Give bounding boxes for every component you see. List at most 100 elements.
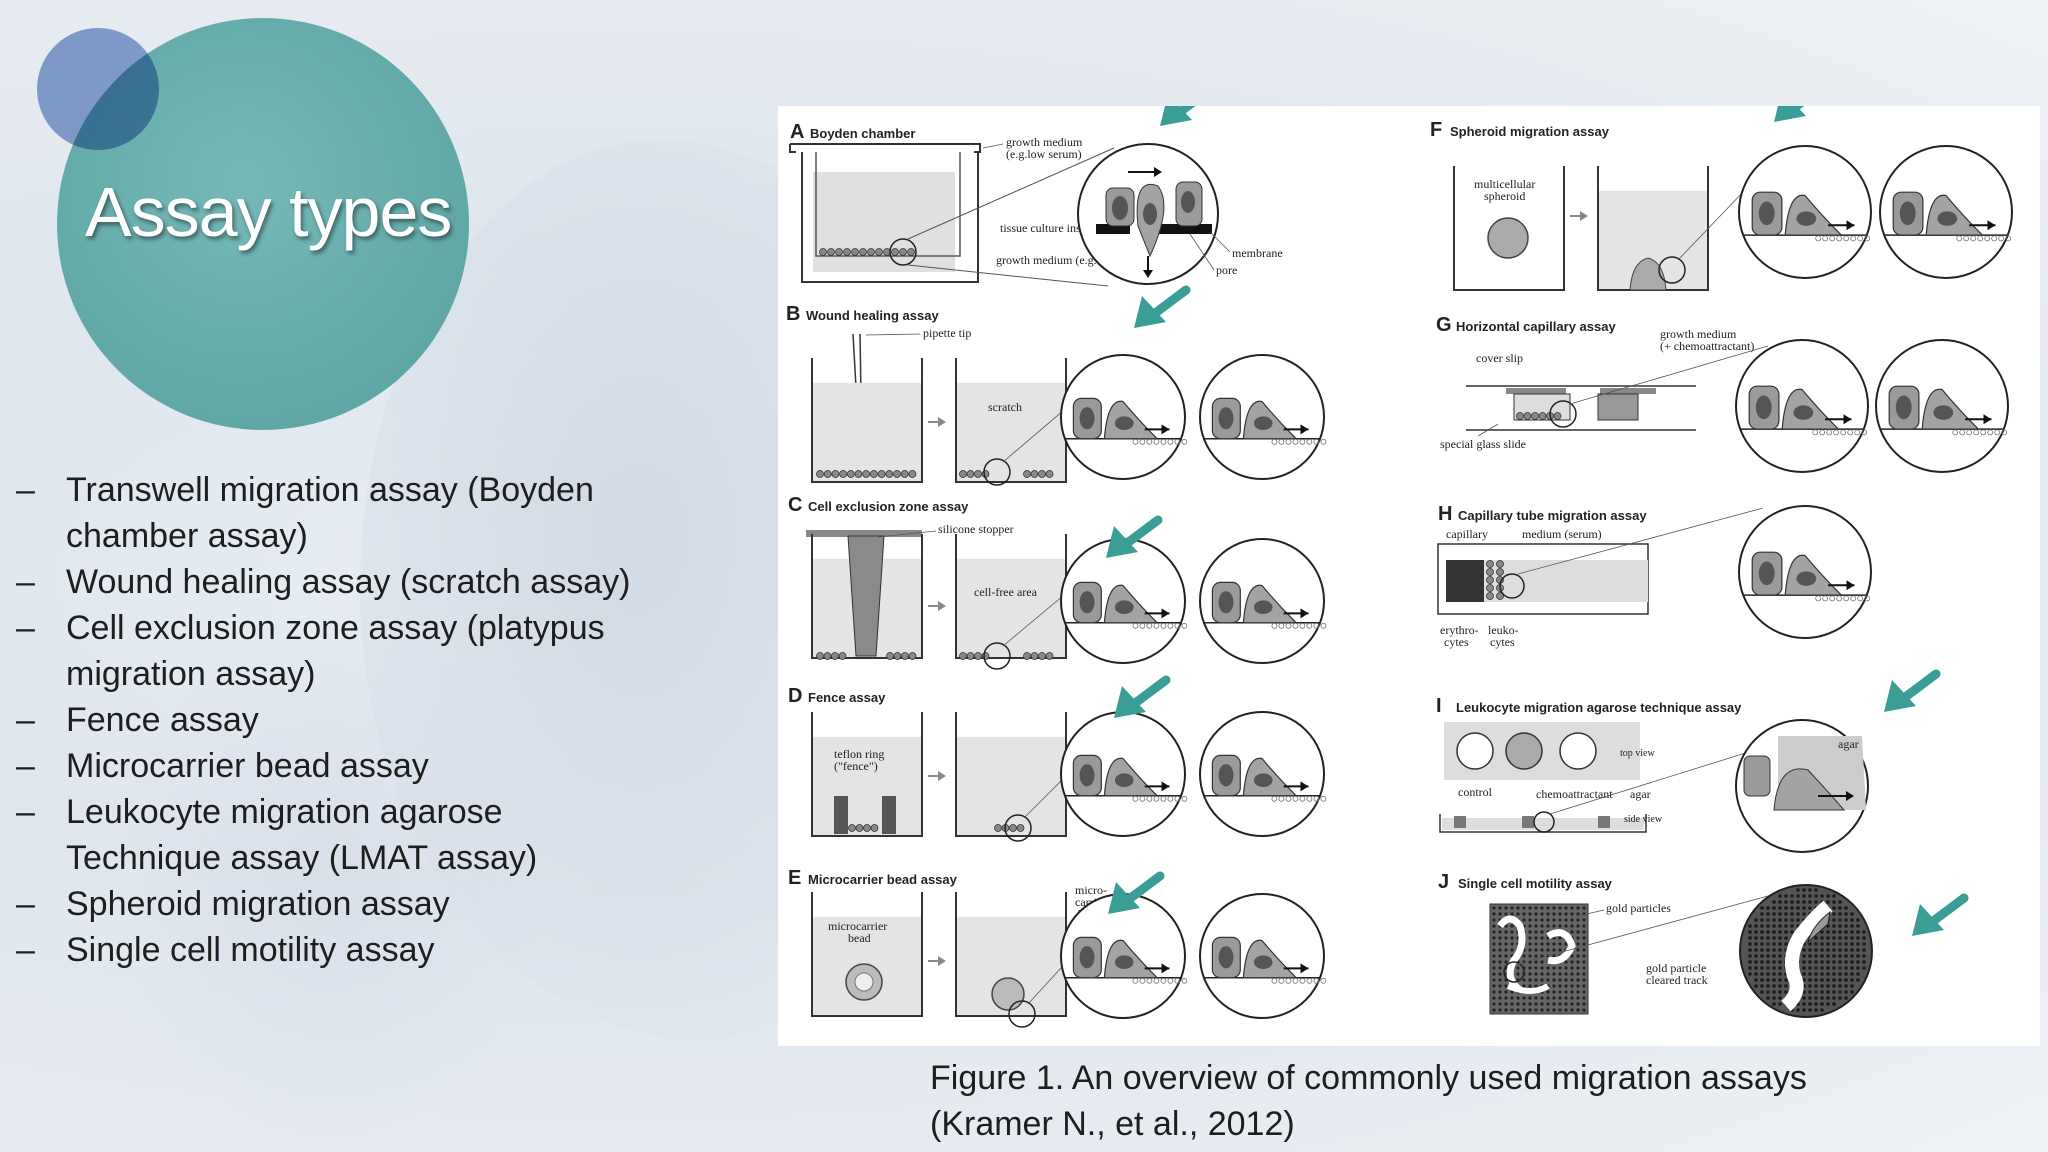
figure-label: chemoattractant xyxy=(1536,787,1613,801)
list-item: –Fence assay xyxy=(14,697,714,743)
figure-label: cytes xyxy=(1444,635,1469,649)
bullet-dash: – xyxy=(16,563,35,601)
figure-label: leuko- xyxy=(1488,623,1519,637)
cell-dot xyxy=(1553,412,1562,420)
figure-label: multicellular xyxy=(1474,177,1535,191)
panel-letter: H xyxy=(1438,503,1452,525)
cell-dot xyxy=(816,652,824,660)
figure-label: agar xyxy=(1838,737,1859,751)
list-item-line: Cell exclusion zone assay (platypus xyxy=(66,609,605,647)
list-item: –Single cell motility assay xyxy=(14,927,714,973)
magnified-view xyxy=(1735,339,1869,473)
panel-title: Cell exclusion zone assay xyxy=(808,499,969,514)
figure-label: top view xyxy=(1620,748,1655,759)
cell-dot xyxy=(1516,412,1524,420)
background-cell-image-secondary xyxy=(120,620,540,1140)
panel-title: Capillary tube migration assay xyxy=(1458,508,1647,523)
figure-label: control xyxy=(1458,785,1493,799)
cell-dot xyxy=(1045,470,1054,478)
culture-well xyxy=(811,358,923,483)
figure-label: (+ chemoattractant) xyxy=(1660,339,1754,353)
figure-label: cell-free area xyxy=(974,585,1038,599)
list-item-line: Single cell motility assay xyxy=(66,931,435,969)
cell-dot xyxy=(974,470,982,478)
bullet-dash: – xyxy=(16,931,35,969)
figure-label: pore xyxy=(1216,263,1237,277)
gold-particle-field xyxy=(1489,903,1589,1015)
cell-dot xyxy=(900,470,909,478)
cell-dot xyxy=(1030,652,1039,660)
figure-label: agar xyxy=(1630,787,1651,801)
cell-dot xyxy=(1030,470,1039,478)
list-item-line: Fence assay xyxy=(66,701,259,739)
culture-well xyxy=(811,712,923,837)
highlight-arrow-icon xyxy=(1106,515,1163,558)
cell-dot xyxy=(831,470,840,478)
cell-dot xyxy=(835,248,843,256)
cell-dot xyxy=(981,652,990,660)
panel-title: Leukocyte migration agarose technique as… xyxy=(1456,700,1742,715)
figure-label: cleared track xyxy=(1646,973,1708,987)
figure-label: membrane xyxy=(1232,246,1283,260)
figure-label: growth medium xyxy=(1006,135,1083,149)
figure-label: cytes xyxy=(1490,635,1515,649)
magnified-view xyxy=(1060,538,1188,664)
highlight-arrow-icon xyxy=(1134,285,1191,328)
cell-dot xyxy=(901,652,909,660)
cell-dot xyxy=(848,824,856,832)
cell-dot xyxy=(966,652,975,660)
panel-title: Boyden chamber xyxy=(810,126,915,141)
highlight-arrow-icon xyxy=(1108,871,1165,914)
cell-dot xyxy=(863,824,871,832)
panel-letter: A xyxy=(790,121,804,143)
figure-label: silicone stopper xyxy=(938,522,1014,536)
figure-label: medium (serum) xyxy=(1522,527,1602,541)
cell-dot xyxy=(1038,470,1046,478)
panel-title: Spheroid migration assay xyxy=(1450,124,1610,139)
cell-dot xyxy=(1538,412,1547,420)
cell-dot xyxy=(908,470,917,478)
cell-dot xyxy=(816,470,824,478)
cell-dot xyxy=(966,470,975,478)
highlight-arrow-icon xyxy=(1774,106,1806,122)
cell-dot xyxy=(870,824,879,832)
cell-dot xyxy=(899,248,907,256)
magnified-view xyxy=(1199,354,1327,480)
panel-letter: D xyxy=(788,685,802,707)
slide-title: Assay types xyxy=(85,173,452,251)
cell-dot xyxy=(891,248,899,256)
list-item-line: Spheroid migration assay xyxy=(66,885,450,923)
cell-dot xyxy=(1523,412,1532,420)
panel-title: Wound healing assay xyxy=(806,308,939,323)
panel-title: Fence assay xyxy=(808,690,886,705)
list-item: –Wound healing assay (scratch assay) xyxy=(14,559,714,605)
magnified-view xyxy=(1738,505,1872,639)
caption-line: Figure 1. An overview of commonly used m… xyxy=(930,1059,1807,1097)
migration-assays-figure: A Boyden chamber growth medium(e.g.low ser… xyxy=(778,106,2040,1046)
cell-dot xyxy=(867,248,875,256)
figure-label: cover slip xyxy=(1476,351,1523,365)
bullet-dash: – xyxy=(16,609,35,647)
cell-dot xyxy=(859,248,867,256)
magnified-view xyxy=(1060,354,1188,480)
panel-letter: G xyxy=(1436,314,1452,336)
magnified-view xyxy=(1738,145,1872,279)
panel-title: Horizontal capillary assay xyxy=(1456,319,1616,334)
cell-dot xyxy=(908,652,917,660)
figure-label: spheroid xyxy=(1484,189,1525,203)
cell-dot xyxy=(823,470,832,478)
bullet-dash: – xyxy=(16,471,35,509)
highlight-arrow-icon xyxy=(1160,106,1196,126)
panel-letter: I xyxy=(1436,695,1442,717)
cell-dot xyxy=(959,652,967,660)
bullet-dash: – xyxy=(16,701,35,739)
cell-dot xyxy=(838,652,847,660)
figure-label: ("fence") xyxy=(834,759,878,773)
bullet-dash: – xyxy=(16,885,35,923)
panel-title: Microcarrier bead assay xyxy=(808,872,958,887)
figure-canvas: A Boyden chamber growth medium(e.g.low ser… xyxy=(786,106,2013,1028)
figure-label: (e.g.low serum) xyxy=(1006,147,1082,161)
highlight-arrow-icon xyxy=(1912,893,1969,936)
figure-label: gold particle xyxy=(1646,961,1706,975)
